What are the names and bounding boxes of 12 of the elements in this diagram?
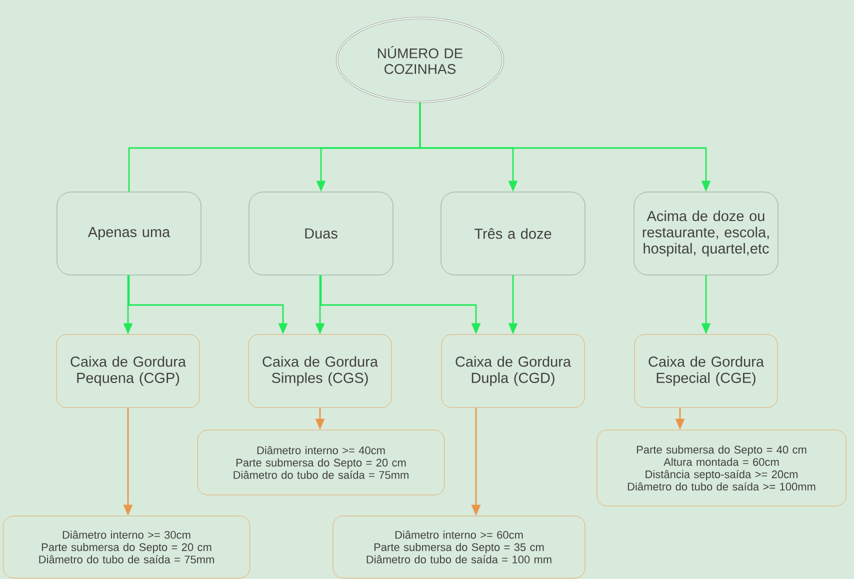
process-box: Caixa de Gordura Simples (CGS) [248,334,392,408]
process-box: Caixa de Gordura Dupla (CGD) [441,334,585,408]
spec-box: Parte submersa do Septo = 40 cm Altura montada = 60cm Distância septo-saída >= 20cm Diâmetro do tubo de saída >= 100mm [596,430,846,506]
choice-box: Acima de doze ou restaurante, escola, hospital, quartel,etc [634,192,778,276]
process-box: Caixa de Gordura Especial (CGE) [634,334,778,408]
choice-box: Três a doze [440,192,586,276]
spec-box: Diâmetro interno >= 40cm Parte submersa do Septo = 20 cm Diâmetro do tubo de saída = 75mm [197,430,445,496]
choice-box: Duas [248,192,394,276]
choice-box: Apenas uma [56,192,202,276]
spec-box: Diâmetro interno >= 30cm Parte submersa do Septo = 20 cm Diâmetro do tubo de saída = 75mm [2,516,250,578]
process-box: Caixa de Gordura Pequena (CGP) [56,334,200,408]
spec-box: Diâmetro interno >= 60cm Parte submersa do Septo = 35 cm Diâmetro do tubo de saída = 100 mm [332,516,586,578]
